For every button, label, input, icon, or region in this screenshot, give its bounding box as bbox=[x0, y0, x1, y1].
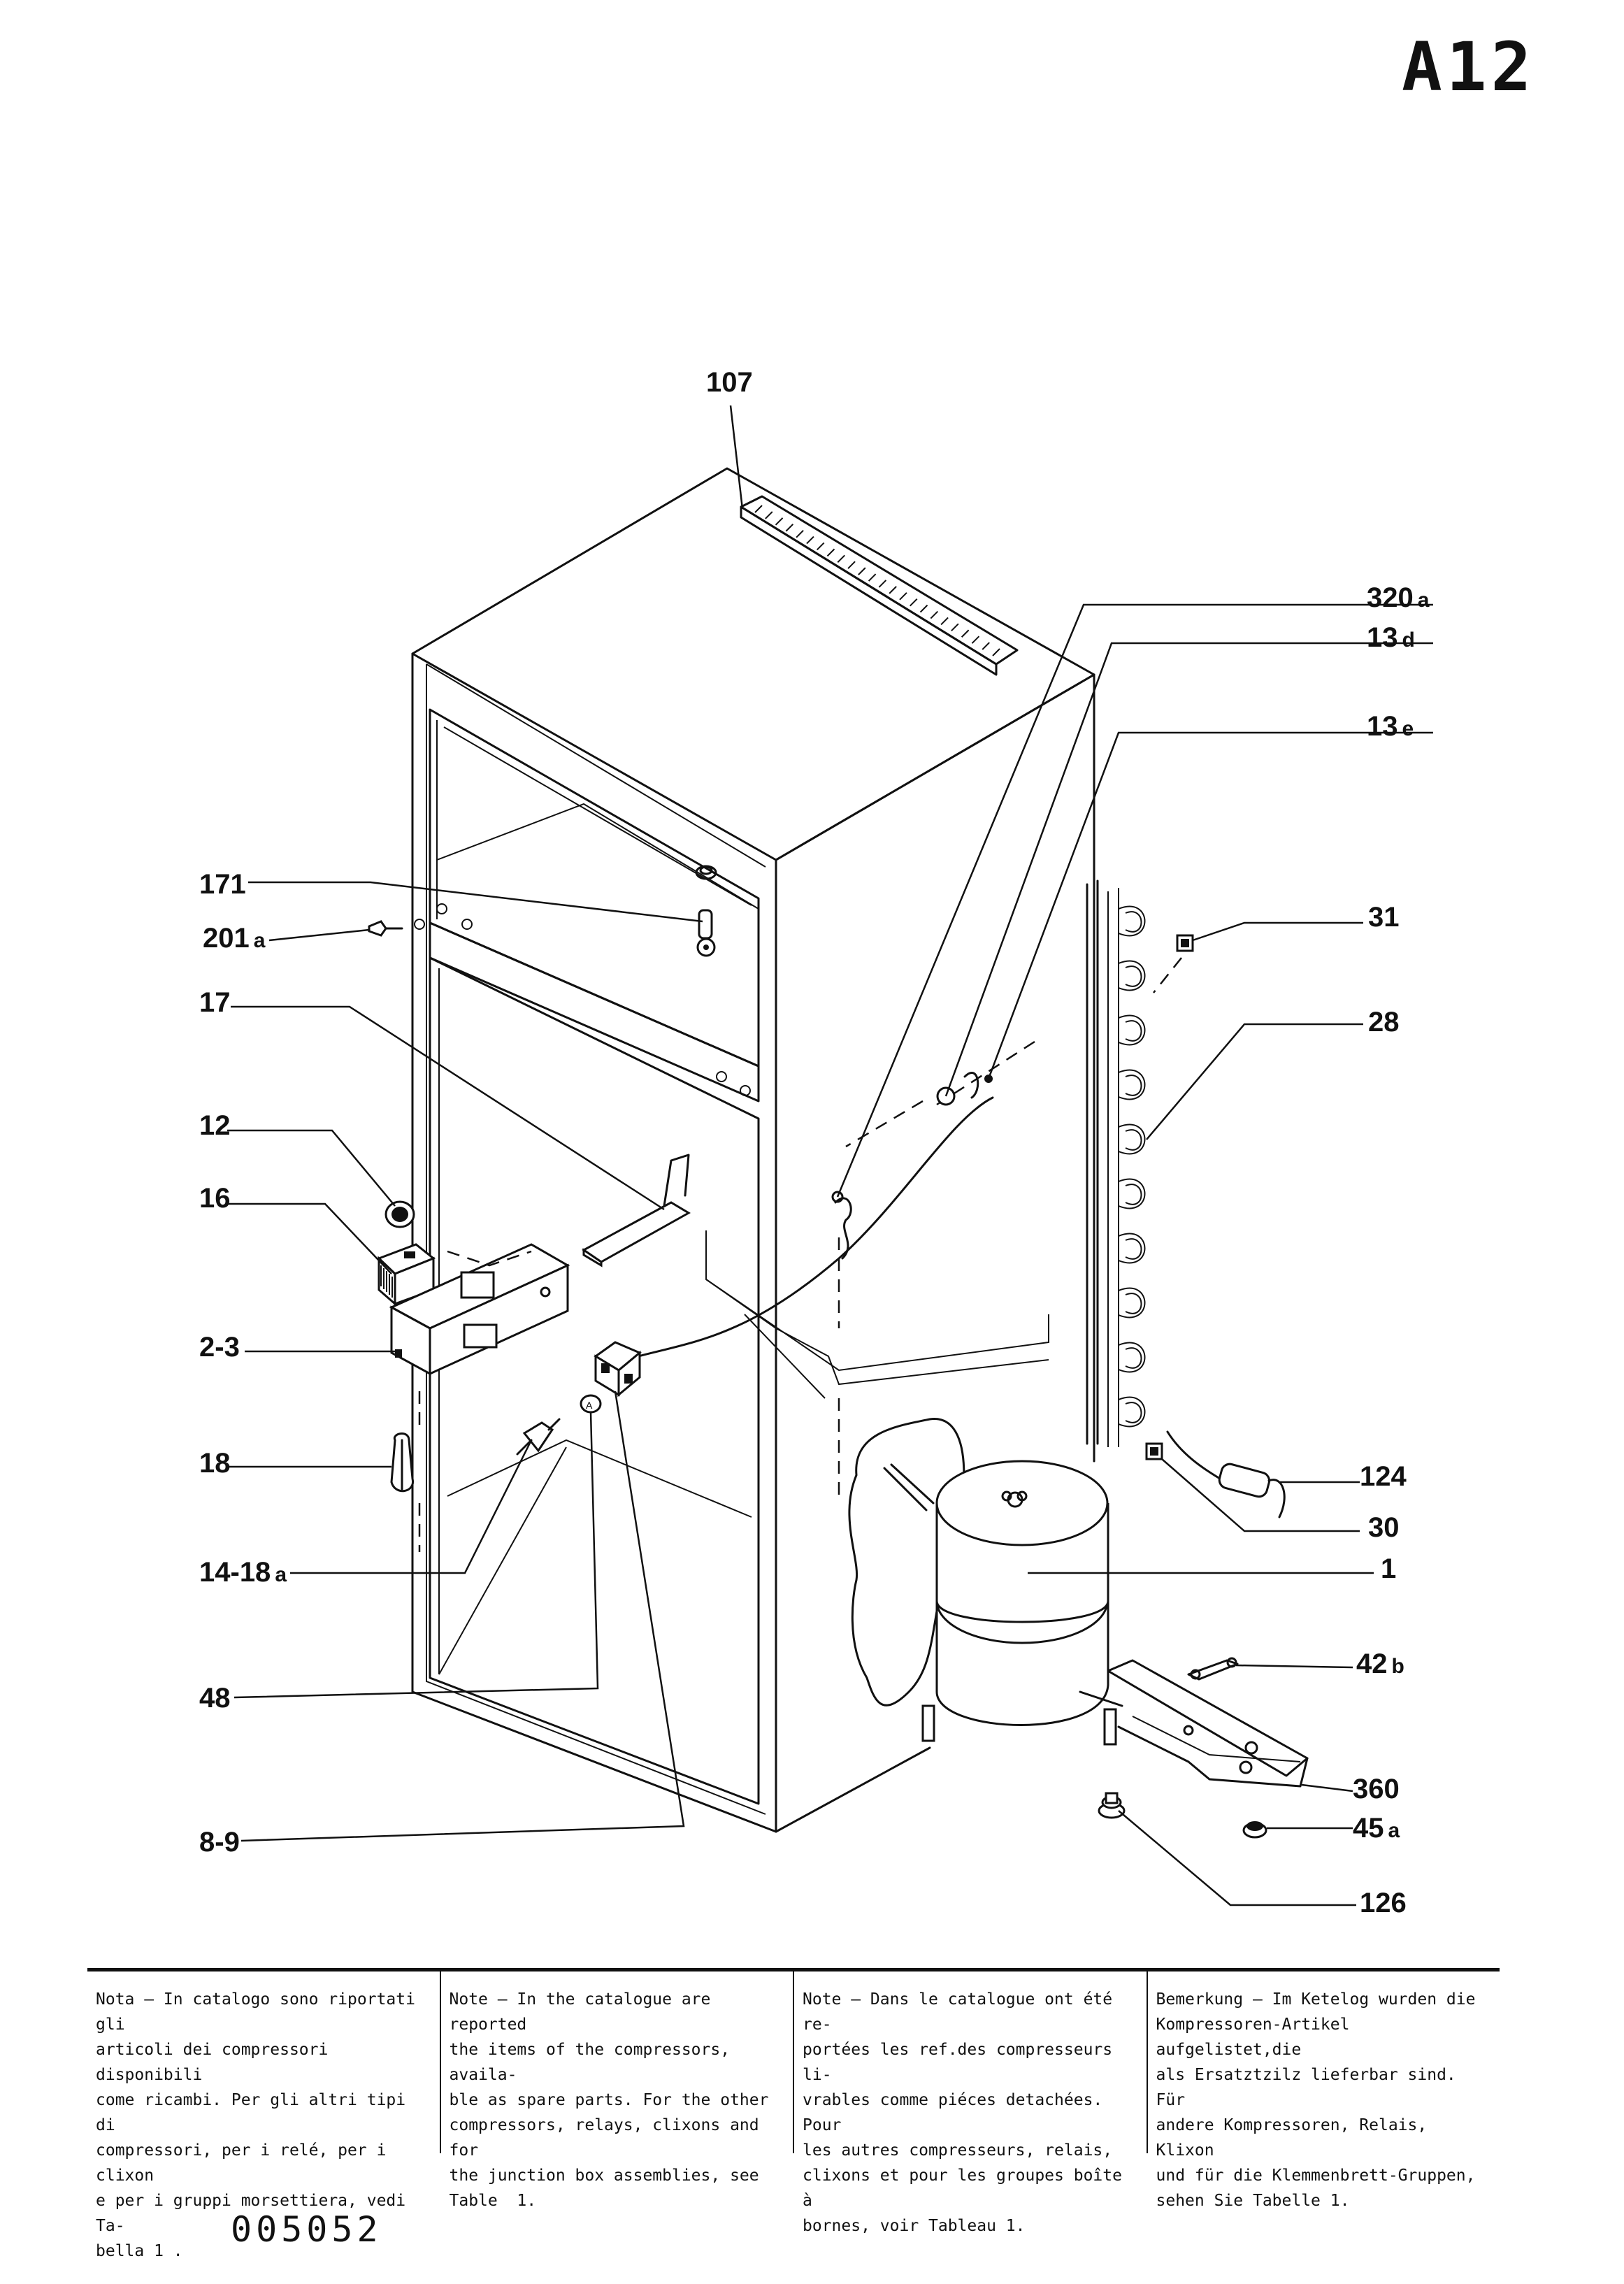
note-english: Note – In the catalogue are reported the… bbox=[439, 1971, 793, 2210]
note-german: Bemerkung – Im Ketelog wurden die Kompre… bbox=[1146, 1971, 1500, 2210]
part-label-126: 126 bbox=[1360, 1888, 1407, 1918]
refrigerator-cabinet bbox=[411, 467, 1095, 1833]
lamp-bulb-48: A bbox=[580, 1394, 602, 1414]
mounting-base-plate bbox=[1107, 1659, 1309, 1788]
notes-section: Nota – In catalogo sono riportati gli ar… bbox=[87, 1968, 1500, 2260]
part-label-30: 30 bbox=[1368, 1512, 1400, 1543]
part-label-31: 31 bbox=[1368, 902, 1400, 933]
part-label-107: 107 bbox=[706, 367, 753, 398]
part-label-8-9: 8-9 bbox=[199, 1827, 240, 1858]
switch-14-18a bbox=[516, 1418, 561, 1456]
capacitor bbox=[1166, 1430, 1286, 1518]
clamp-part bbox=[1187, 1657, 1239, 1681]
part-label-171: 171 bbox=[199, 869, 246, 900]
compressor-grommet bbox=[1098, 1792, 1126, 1819]
control-box bbox=[389, 1243, 570, 1376]
page-id: A12 bbox=[1402, 28, 1536, 106]
leader-lines bbox=[227, 405, 1433, 1906]
part-label-2-3: 2-3 bbox=[199, 1332, 240, 1363]
rubber-grommet bbox=[1242, 1821, 1267, 1839]
part-label-12: 12 bbox=[199, 1110, 231, 1141]
condenser-coil bbox=[1086, 879, 1146, 1447]
hinge-171 bbox=[695, 865, 717, 957]
relay-8-9 bbox=[594, 1341, 642, 1398]
part-label-28: 28 bbox=[1368, 1007, 1400, 1037]
thermostat-knob bbox=[385, 1200, 415, 1228]
part-label-17: 17 bbox=[199, 987, 231, 1018]
top-vent-grille bbox=[740, 495, 1019, 676]
screw-201a bbox=[368, 920, 403, 937]
note-italian: Nota – In catalogo sono riportati gli ar… bbox=[96, 1990, 415, 2260]
document-number: 005052 bbox=[231, 2209, 382, 2250]
part-label-18: 18 bbox=[199, 1448, 231, 1479]
part-label-1: 1 bbox=[1381, 1553, 1396, 1584]
svg-text:A: A bbox=[586, 1400, 593, 1411]
note-french: Note – Dans le catalogue ont été re- por… bbox=[793, 1971, 1147, 2235]
lamp-holder-18 bbox=[390, 1391, 421, 1552]
part-label-16: 16 bbox=[199, 1183, 231, 1214]
part-label-124: 124 bbox=[1360, 1461, 1407, 1492]
part-label-360: 360 bbox=[1353, 1774, 1400, 1804]
clip-30 bbox=[1145, 1442, 1163, 1460]
compressor bbox=[848, 1418, 1123, 1746]
part-label-48: 48 bbox=[199, 1683, 231, 1714]
bracket-17 bbox=[582, 1154, 691, 1267]
thermostat-capillary bbox=[624, 1072, 994, 1361]
clip-31 bbox=[1153, 934, 1194, 993]
